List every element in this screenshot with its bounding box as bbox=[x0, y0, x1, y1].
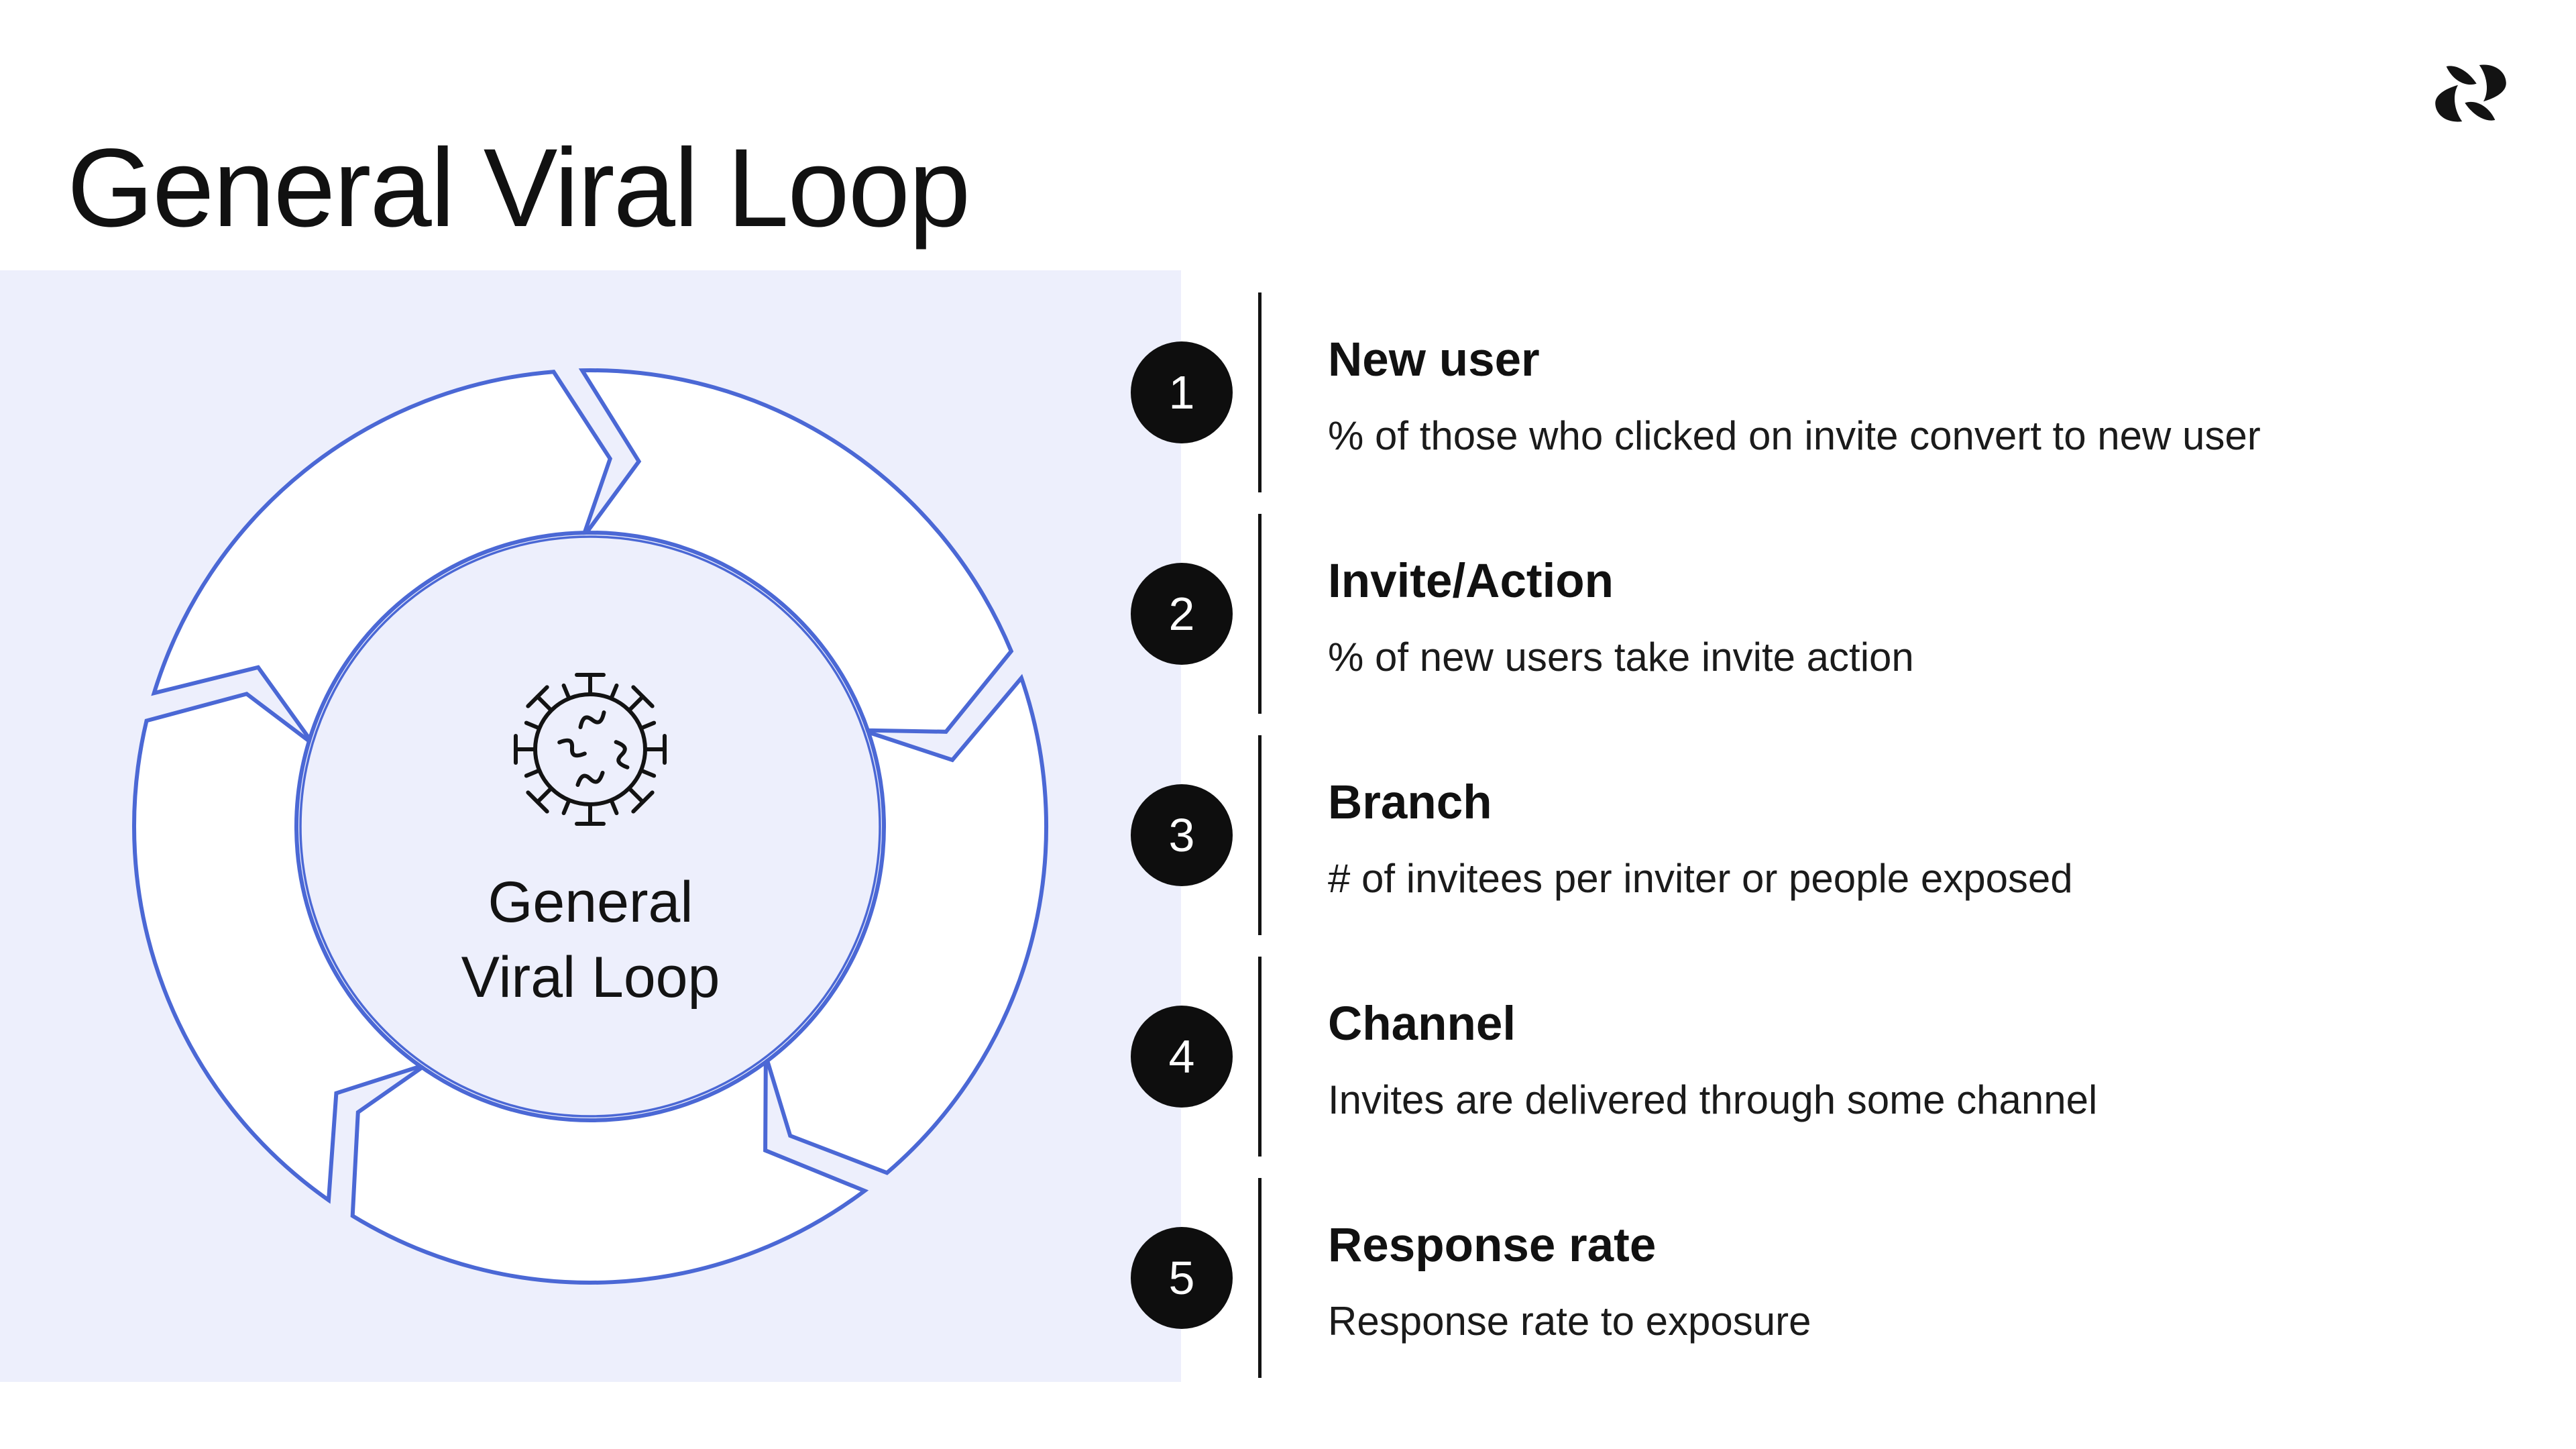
loop-arrow-segment bbox=[132, 692, 425, 1204]
item-title: Response rate bbox=[1328, 1219, 1657, 1272]
brand-logo-icon bbox=[2435, 64, 2506, 122]
item-separator-line bbox=[1258, 735, 1262, 935]
loop-arrow-segment bbox=[578, 368, 1014, 734]
loop-arrow-segment bbox=[350, 1058, 869, 1285]
loop-arrow-segment bbox=[765, 674, 1048, 1175]
loop-ring-segments bbox=[132, 368, 1048, 1285]
item-number-badge: 2 bbox=[1131, 563, 1233, 665]
viral-loop-panel: General Viral Loop bbox=[0, 270, 1181, 1382]
item-separator-line bbox=[1258, 514, 1262, 714]
item-separator-line bbox=[1258, 957, 1262, 1157]
item-description: Invites are delivered through some chann… bbox=[1328, 1077, 2098, 1122]
center-label-line1: General bbox=[488, 870, 693, 934]
item-description: % of those who clicked on invite convert… bbox=[1328, 413, 2261, 458]
item-description: % of new users take invite action bbox=[1328, 635, 1914, 680]
item-title: New user bbox=[1328, 333, 1540, 386]
item-number-badge: 3 bbox=[1131, 784, 1233, 886]
virus-icon bbox=[514, 673, 667, 826]
item-title: Channel bbox=[1328, 998, 1516, 1051]
center-label: General Viral Loop bbox=[0, 865, 1181, 1015]
item-number-badge: 4 bbox=[1131, 1006, 1233, 1108]
page-title: General Viral Loop bbox=[67, 126, 970, 251]
loop-inner-circle bbox=[299, 535, 881, 1118]
viral-loop-diagram bbox=[132, 368, 1048, 1285]
item-description: Response rate to exposure bbox=[1328, 1299, 1811, 1344]
loop-arrow-segment bbox=[151, 370, 613, 744]
item-description: # of invitees per inviter or people expo… bbox=[1328, 856, 2073, 901]
item-title: Invite/Action bbox=[1328, 555, 1614, 608]
item-separator-line bbox=[1258, 292, 1262, 492]
item-title: Branch bbox=[1328, 776, 1492, 829]
center-label-line2: Viral Loop bbox=[461, 945, 720, 1010]
item-number-badge: 1 bbox=[1131, 341, 1233, 443]
item-separator-line bbox=[1258, 1178, 1262, 1378]
item-number-badge: 5 bbox=[1131, 1227, 1233, 1329]
